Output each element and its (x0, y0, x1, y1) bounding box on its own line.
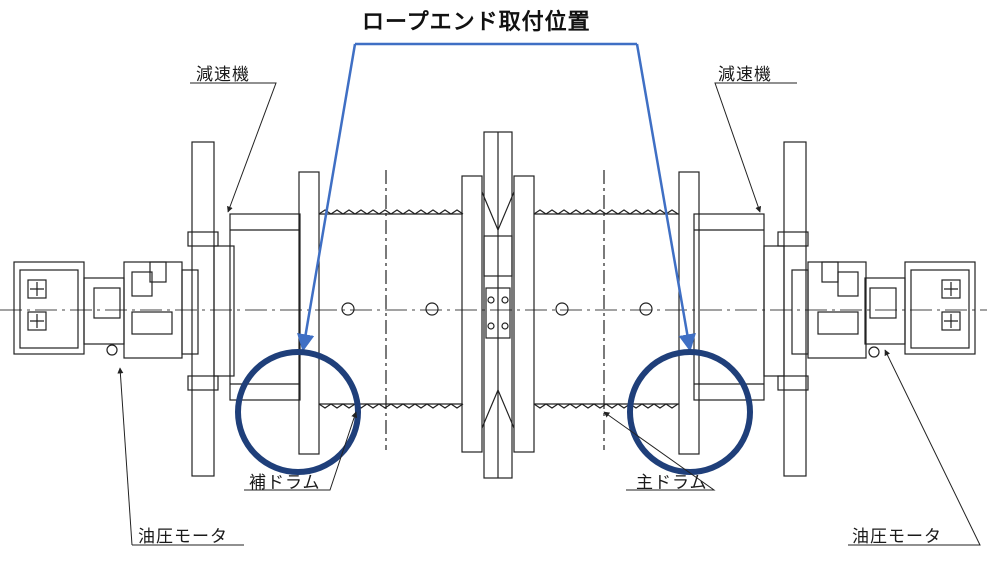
right-motor (791, 261, 976, 359)
rope-end-callout (297, 42, 696, 352)
main-rope-end-circle (627, 349, 753, 475)
main-drum-label: 主ドラム (636, 473, 708, 493)
right-reducer (678, 141, 809, 477)
rope-end-title: ロープエンド取付位置 (362, 10, 591, 35)
motor-left-label: 油圧モータ (138, 527, 228, 547)
aux-drum (318, 170, 483, 453)
left-reducer (187, 141, 320, 477)
motor-right-label: 油圧モータ (852, 527, 942, 547)
main-drum (513, 170, 679, 453)
left-motor (13, 261, 199, 359)
center-hub (481, 131, 515, 479)
reducer-right-label: 減速機 (718, 65, 772, 85)
reducer-left-label: 減速機 (196, 65, 250, 85)
aux-drum-label: 補ドラム (249, 473, 321, 493)
aux-rope-end-circle (235, 349, 361, 475)
leader-lines (117, 82, 981, 546)
